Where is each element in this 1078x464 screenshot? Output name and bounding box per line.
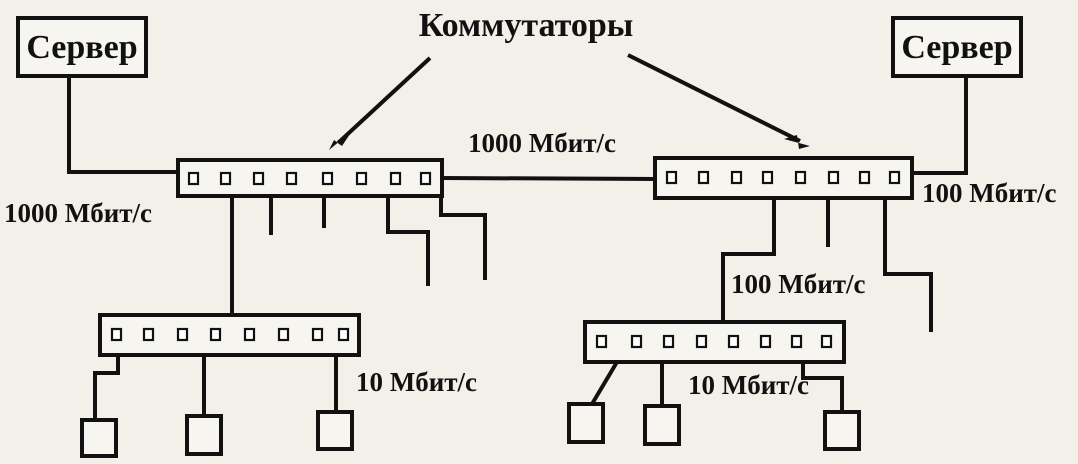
server-right-label: Сервер bbox=[901, 29, 1012, 66]
link-ws-4 bbox=[590, 360, 619, 406]
server-right-box bbox=[891, 16, 1023, 78]
arrow-left-head bbox=[329, 131, 352, 150]
stub-6 bbox=[883, 198, 933, 332]
link-backbone bbox=[441, 176, 656, 181]
switch-top-right bbox=[653, 156, 914, 200]
stub-4 bbox=[439, 196, 487, 280]
arrow-right-head bbox=[784, 135, 810, 149]
speed-1000-left: 1000 Мбит/с bbox=[4, 198, 152, 228]
workstation-6 bbox=[823, 410, 861, 451]
switch-bottom-left-ports bbox=[110, 327, 350, 342]
switches-title: Коммутаторы bbox=[419, 7, 634, 44]
arrow-right-line bbox=[627, 53, 801, 143]
link-server-left bbox=[67, 76, 178, 174]
switch-top-right-ports bbox=[665, 170, 901, 185]
switch-top-left-ports bbox=[187, 171, 432, 186]
stub-3 bbox=[386, 196, 430, 286]
workstation-2 bbox=[185, 414, 223, 456]
arrow-left-line bbox=[336, 56, 432, 145]
workstation-1 bbox=[80, 418, 118, 458]
speed-100-right: 100 Мбит/с bbox=[922, 178, 1057, 208]
workstation-4 bbox=[567, 402, 605, 444]
speed-100-middle: 100 Мбит/с bbox=[731, 269, 866, 299]
link-server-right bbox=[912, 76, 968, 175]
speed-10-left: 10 Мбит/с bbox=[356, 367, 477, 397]
link-switch-top-right-to-bottom-right bbox=[721, 198, 776, 322]
link-ws-1 bbox=[93, 355, 120, 420]
switch-bottom-right bbox=[583, 320, 846, 364]
speed-10-right: 10 Мбит/с bbox=[688, 370, 809, 400]
speed-1000-middle: 1000 Мбит/с bbox=[468, 128, 616, 158]
server-left-box bbox=[16, 16, 148, 78]
switch-top-left bbox=[176, 158, 444, 198]
server-left-label: Сервер bbox=[26, 29, 137, 66]
workstation-5 bbox=[643, 404, 681, 446]
workstation-3 bbox=[316, 410, 354, 451]
link-ws-6 bbox=[801, 362, 844, 412]
switch-bottom-right-ports bbox=[595, 334, 833, 349]
